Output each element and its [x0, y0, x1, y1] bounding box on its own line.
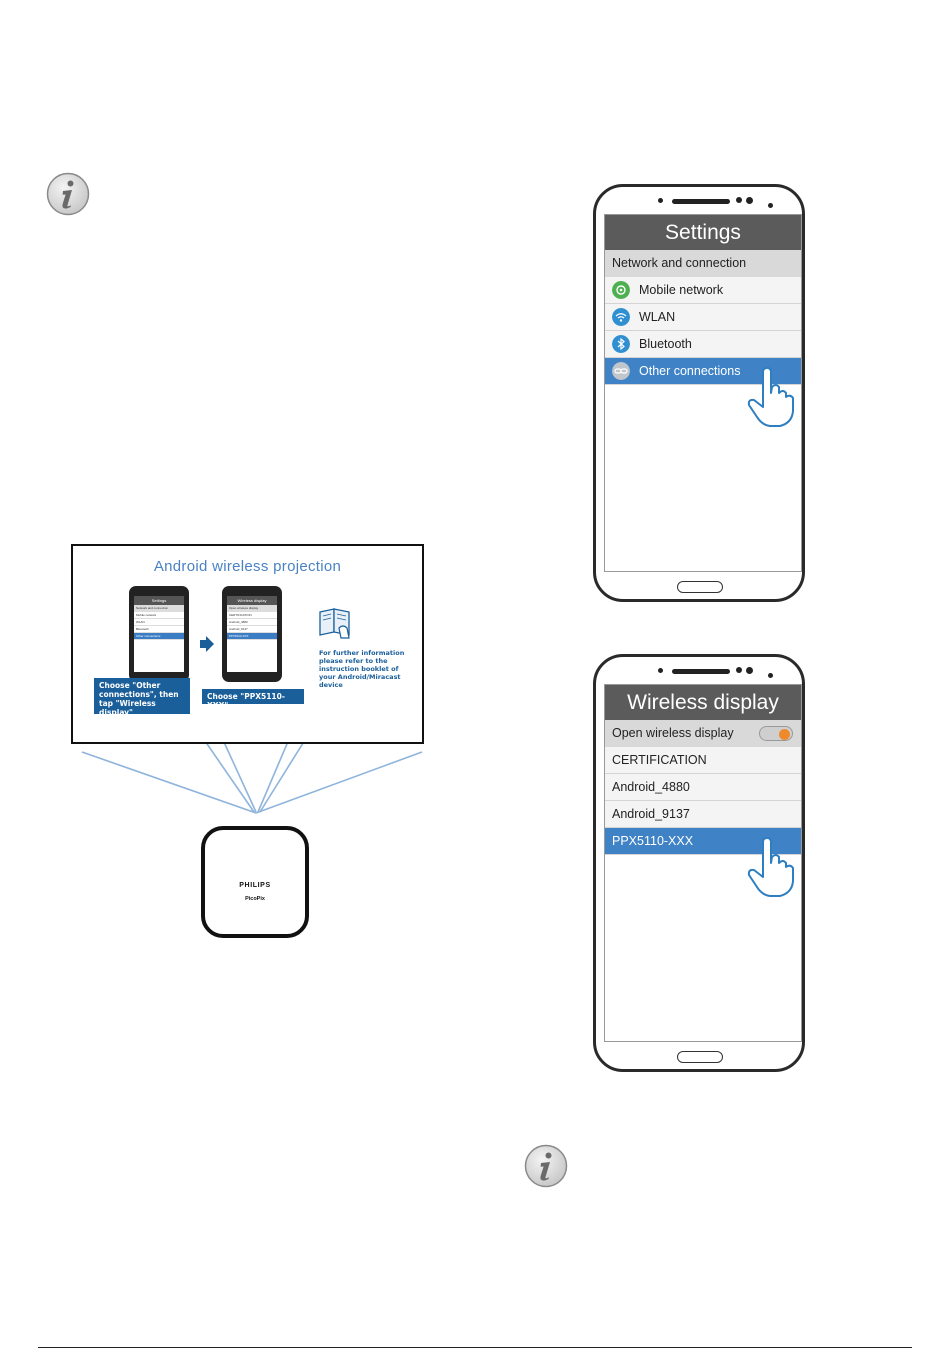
- toggle-knob: [779, 728, 790, 740]
- settings-item-label: Bluetooth: [639, 337, 692, 351]
- speaker-grille: [672, 199, 730, 204]
- camera-dot: [658, 198, 663, 203]
- camera-dot: [746, 197, 753, 204]
- mini-title: Settings: [134, 596, 184, 605]
- mini-row: Android_4880: [227, 619, 277, 626]
- phone-wireless-display: Wireless display Open wireless display C…: [593, 654, 805, 1072]
- further-info-text: For further information please refer to …: [319, 649, 405, 689]
- mini-row: PPX5110-XXX: [227, 633, 277, 640]
- speaker-grille: [672, 669, 730, 674]
- home-button: [677, 1051, 723, 1063]
- sensor-dot: [768, 673, 773, 678]
- mini-row: Bluetooth: [134, 626, 184, 633]
- section-header: Network and connection: [605, 250, 801, 277]
- projector-device: PHILIPS PicoPix: [201, 826, 309, 938]
- projection-illustration: Android wireless projection Settings Net…: [40, 540, 460, 960]
- wireless-display-toggle[interactable]: [759, 726, 793, 741]
- info-icon: [46, 172, 90, 216]
- open-wireless-display-row[interactable]: Open wireless display: [605, 720, 801, 747]
- camera-dot: [746, 667, 753, 674]
- bluetooth-icon: [612, 335, 630, 353]
- caption-other-connections: Choose "Other connections", then tap "Wi…: [94, 678, 190, 717]
- home-button: [677, 581, 723, 593]
- mini-row: Android_9137: [227, 626, 277, 633]
- sensor-dot: [736, 197, 742, 203]
- settings-item-label: Mobile network: [639, 283, 724, 297]
- sensor-dot: [768, 203, 773, 208]
- mini-row: Mobile network: [134, 612, 184, 619]
- settings-item-label: Other connections: [639, 364, 741, 378]
- mini-row: Open wireless display: [227, 605, 277, 612]
- info-icon: [524, 1144, 568, 1188]
- caption-choose-device: Choose "PPX5110-XXX": [202, 689, 304, 710]
- mini-row: Network and connection: [134, 605, 184, 612]
- settings-item-label: WLAN: [639, 310, 676, 324]
- device-item-certification[interactable]: CERTIFICATION: [605, 747, 801, 774]
- settings-screen: Settings Network and connection Mobile n…: [604, 214, 802, 572]
- mini-phone-settings: Settings Network and connection Mobile n…: [129, 586, 189, 682]
- wifi-icon: [612, 308, 630, 326]
- mini-title: Wireless display: [227, 596, 277, 605]
- device-item-android-4880[interactable]: Android_4880: [605, 774, 801, 801]
- camera-dot: [658, 668, 663, 673]
- pointing-hand-icon: [747, 366, 794, 427]
- mobile-network-icon: [612, 281, 630, 299]
- settings-item-wlan[interactable]: WLAN: [605, 304, 801, 331]
- mini-phone-wireless: Wireless display Open wireless display C…: [222, 586, 282, 682]
- mini-row: Other connections: [134, 633, 184, 640]
- projected-screen: Android wireless projection Settings Net…: [71, 544, 424, 744]
- model-label: PicoPix: [245, 896, 265, 902]
- device-item-android-9137[interactable]: Android_9137: [605, 801, 801, 828]
- wireless-display-title: Wireless display: [605, 685, 801, 720]
- sensor-dot: [736, 667, 742, 673]
- phone-settings: Settings Network and connection Mobile n…: [593, 184, 805, 602]
- book-icon: [319, 608, 350, 639]
- brand-logo: PHILIPS: [239, 882, 271, 889]
- projection-title: Android wireless projection: [153, 558, 342, 575]
- link-icon: [612, 362, 630, 380]
- arrow-right-icon: [200, 636, 214, 652]
- mini-row: CERTIFICATION: [227, 612, 277, 619]
- settings-item-mobile-network[interactable]: Mobile network: [605, 277, 801, 304]
- pointing-hand-icon: [747, 836, 794, 897]
- footer-rule: [38, 1347, 912, 1348]
- toggle-label: Open wireless display: [612, 726, 734, 740]
- mini-row: WLAN: [134, 619, 184, 626]
- settings-title: Settings: [605, 215, 801, 250]
- settings-item-bluetooth[interactable]: Bluetooth: [605, 331, 801, 358]
